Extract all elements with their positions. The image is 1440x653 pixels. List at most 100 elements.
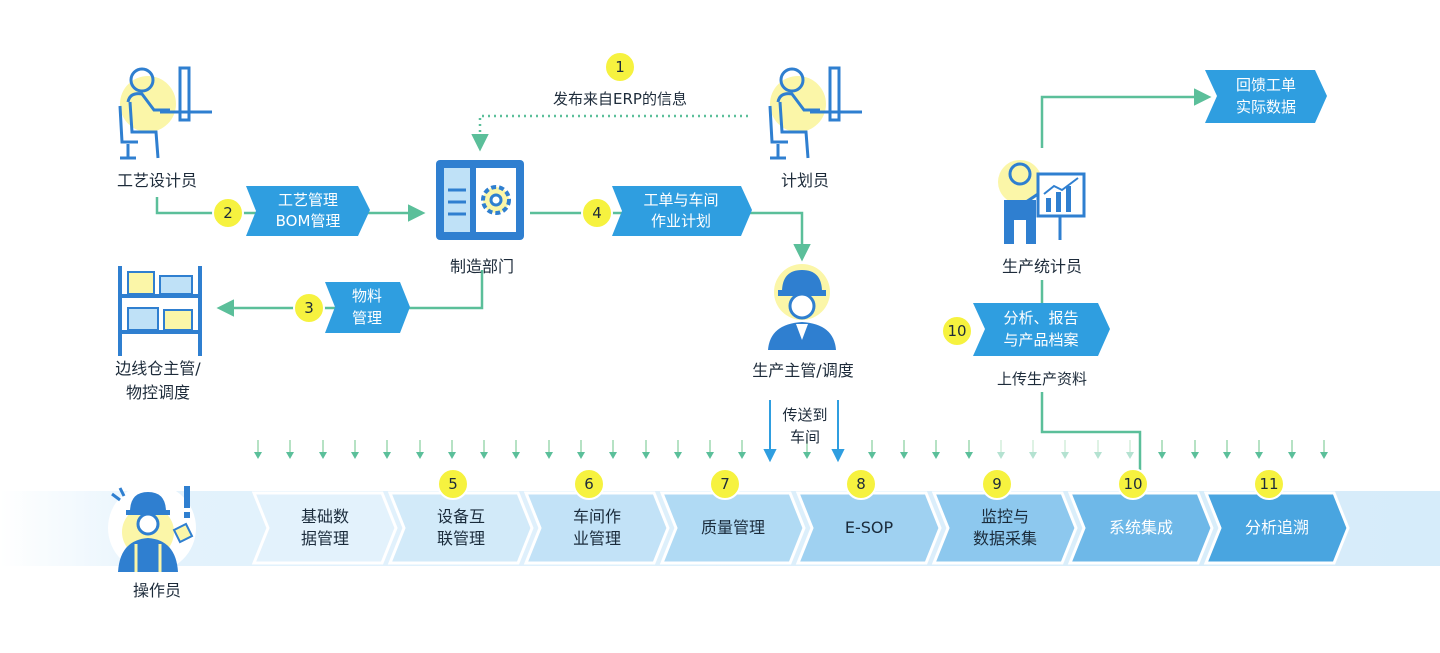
down-arrow-22	[932, 440, 940, 459]
down-arrow-21	[900, 440, 908, 459]
send-to-shop-arrows	[763, 400, 845, 463]
module-label-1-line2: 据管理	[300, 529, 349, 548]
down-arrow-5	[383, 440, 391, 459]
role-planner: 计划员	[780, 171, 829, 190]
step-1-label: 发布来自ERP的信息	[553, 90, 687, 108]
module-chevron-4	[659, 491, 806, 565]
down-arrow-30	[1191, 440, 1199, 459]
tag-shape-10	[973, 303, 1110, 356]
module-label-6-line1: 监控与	[980, 507, 1029, 526]
down-arrow-33	[1288, 440, 1296, 459]
badge-module-2	[437, 468, 469, 500]
tag-shape-4	[612, 186, 752, 236]
badge-module-5	[845, 468, 877, 500]
down-arrow-11	[577, 440, 585, 459]
down-arrow-31	[1223, 440, 1231, 459]
badge-module-7	[1117, 468, 1149, 500]
badge-module-3	[573, 468, 605, 500]
down-arrow-9	[512, 440, 520, 459]
badge-step-4-number: 4	[592, 204, 602, 222]
module-chevron-5	[795, 491, 942, 565]
module-label-6-line2: 数据采集	[972, 529, 1037, 548]
badge-step-10	[941, 315, 973, 347]
feedback-label-line1: 回馈工单	[1235, 76, 1296, 94]
descending-arrows-row	[254, 440, 1328, 459]
down-arrow-27	[1094, 440, 1102, 459]
badge-step-3	[293, 292, 325, 324]
feedback-label-line2: 实际数据	[1235, 98, 1296, 116]
step-3-label-line2: 管理	[351, 309, 382, 327]
module-label-3-line1: 车间作	[572, 507, 621, 526]
tag-shape-feedback	[1205, 70, 1327, 123]
down-arrow-12	[609, 440, 617, 459]
badge-step-2-number: 2	[223, 204, 233, 222]
send-note-line2: 车间	[789, 428, 820, 446]
step-badges	[212, 51, 1285, 500]
down-arrow-20	[868, 440, 876, 459]
module-chevron-6	[931, 491, 1078, 565]
role-manufacturing-dept: 制造部门	[449, 257, 514, 276]
server-gear-icon	[436, 160, 524, 240]
role-warehouse-line2: 物控调度	[125, 383, 190, 402]
badge-step-4	[581, 197, 613, 229]
role-operator: 操作员	[132, 581, 181, 600]
warehouse-shelf-icon	[118, 266, 202, 356]
down-arrow-14	[674, 440, 682, 459]
badge-step-10-number: 10	[947, 322, 967, 340]
module-label-7-line1: 系统集成	[1108, 518, 1173, 537]
upload-note: 上传生产资料	[996, 370, 1087, 388]
designer-icon	[118, 66, 212, 160]
module-label-2-line1: 设备互	[436, 507, 485, 526]
step-2-label-line2: BOM管理	[275, 212, 341, 230]
down-arrow-2	[286, 440, 294, 459]
down-arrow-25	[1029, 440, 1037, 459]
down-arrow-7	[448, 440, 456, 459]
module-label-3-line2: 业管理	[572, 529, 621, 548]
down-arrow-24	[997, 440, 1005, 459]
badge-module-6-number: 9	[992, 475, 1002, 493]
step-2-label-line1: 工艺管理	[277, 191, 338, 209]
module-chevrons	[251, 491, 1350, 565]
role-production-supervisor: 生产主管/调度	[752, 361, 854, 380]
badge-step-1	[604, 51, 636, 83]
connector-workorder	[530, 211, 811, 262]
badge-module-4-number: 7	[720, 475, 730, 493]
step-10-label-line2: 与产品档案	[1003, 331, 1079, 349]
step-4-label-line2: 作业计划	[650, 212, 711, 230]
connector-feedback	[1040, 88, 1212, 148]
down-arrow-6	[416, 440, 424, 459]
badge-module-8	[1253, 468, 1285, 500]
down-arrow-28	[1126, 440, 1134, 459]
down-arrow-1	[254, 440, 262, 459]
tag-shape-3	[325, 282, 410, 333]
badge-module-3-number: 6	[584, 475, 594, 493]
badge-module-2-number: 5	[448, 475, 458, 493]
down-arrow-29	[1158, 440, 1166, 459]
role-production-statistician: 生产统计员	[1001, 257, 1082, 276]
badge-module-6	[981, 468, 1013, 500]
badge-step-1-number: 1	[615, 58, 625, 76]
down-arrow-18	[803, 440, 811, 459]
module-chevron-3	[523, 491, 670, 565]
down-arrow-34	[1320, 440, 1328, 459]
module-label-4-line1: 质量管理	[700, 518, 765, 537]
down-arrow-8	[480, 440, 488, 459]
module-chevron-1	[251, 491, 398, 565]
step-3-label-line1: 物料	[351, 287, 382, 305]
down-arrow-10	[545, 440, 553, 459]
supervisor-helmet-icon	[768, 264, 836, 350]
planner-icon	[768, 66, 862, 160]
badge-module-8-number: 11	[1259, 475, 1279, 493]
step-10-label-line1: 分析、报告	[1003, 309, 1079, 327]
module-label-1-line1: 基础数	[300, 507, 349, 526]
module-chevron-8	[1203, 491, 1350, 565]
badge-step-2	[212, 197, 244, 229]
module-label-5-line1: E-SOP	[844, 518, 894, 537]
down-arrow-3	[319, 440, 327, 459]
down-arrow-16	[738, 440, 746, 459]
module-label-2-line2: 联管理	[436, 529, 485, 548]
down-arrow-4	[351, 440, 359, 459]
connector-erp	[471, 114, 748, 152]
step-4-label-line1: 工单与车间	[643, 191, 719, 209]
